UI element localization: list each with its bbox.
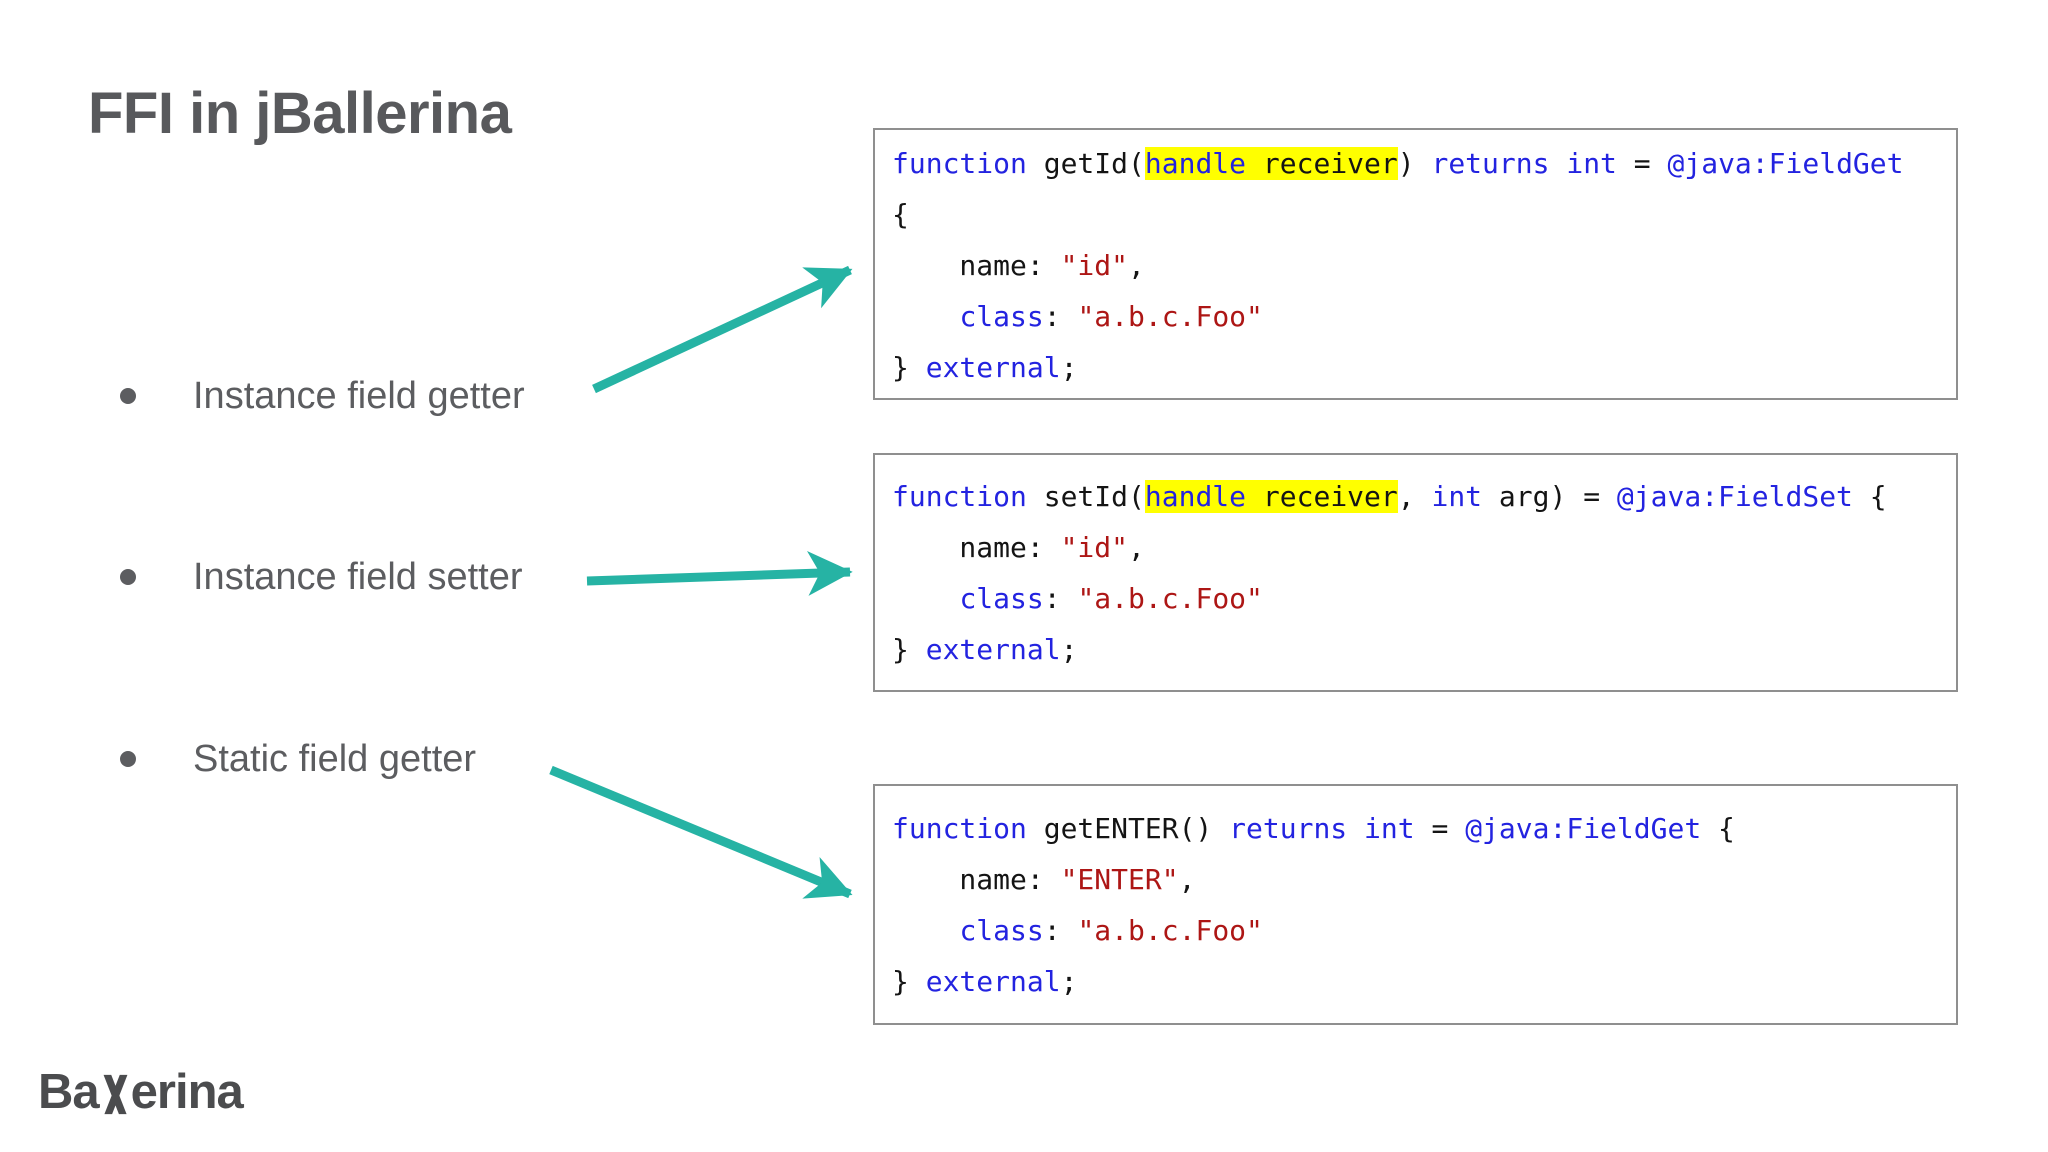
code-line: function setId(handle receiver, int arg)…	[892, 480, 1887, 513]
code-line: name: "ENTER",	[892, 863, 1196, 896]
code-line: function getId(handle receiver) returns …	[892, 147, 1904, 180]
code-block-instance-field-getter: function getId(handle receiver) returns …	[873, 128, 1958, 400]
code-line: {	[892, 198, 909, 231]
bullet-instance-field-getter: Instance field getter	[120, 370, 525, 422]
bullet-label: Static field getter	[193, 737, 477, 780]
bullet-dot-icon	[120, 569, 136, 585]
code-line: } external;	[892, 351, 1078, 384]
code-line: name: "id",	[892, 531, 1145, 564]
bullet-label: Instance field getter	[193, 374, 525, 417]
bullet-static-field-getter: Static field getter	[120, 733, 476, 785]
slide-title: FFI in jBallerina	[88, 81, 512, 146]
code-block-instance-field-setter: function setId(handle receiver, int arg)…	[873, 453, 1958, 692]
ballerina-logo: Ba erina	[38, 1065, 244, 1119]
code-line: name: "id",	[892, 249, 1145, 282]
logo-text-prefix: Ba	[38, 1065, 100, 1119]
ballerina-crossed-ll-icon	[103, 1074, 128, 1115]
logo-text-suffix: erina	[130, 1065, 244, 1119]
bullet-instance-field-setter: Instance field setter	[120, 551, 523, 603]
arrow-to-instance-field-getter-code	[592, 265, 853, 394]
bullet-label: Instance field setter	[193, 555, 523, 598]
bullet-dot-icon	[120, 751, 136, 767]
bullet-dot-icon	[120, 388, 136, 404]
code-line: function getENTER() returns int = @java:…	[892, 812, 1735, 845]
code-line: class: "a.b.c.Foo"	[959, 300, 1263, 333]
code-line: class: "a.b.c.Foo"	[959, 582, 1263, 615]
code-block-static-field-getter: function getENTER() returns int = @java:…	[873, 784, 1958, 1025]
code-line: } external;	[892, 633, 1078, 666]
arrow-to-static-field-getter-code	[549, 765, 853, 899]
code-line: } external;	[892, 965, 1078, 998]
arrow-to-instance-field-setter-code	[586, 550, 853, 596]
code-line: class: "a.b.c.Foo"	[959, 914, 1263, 947]
